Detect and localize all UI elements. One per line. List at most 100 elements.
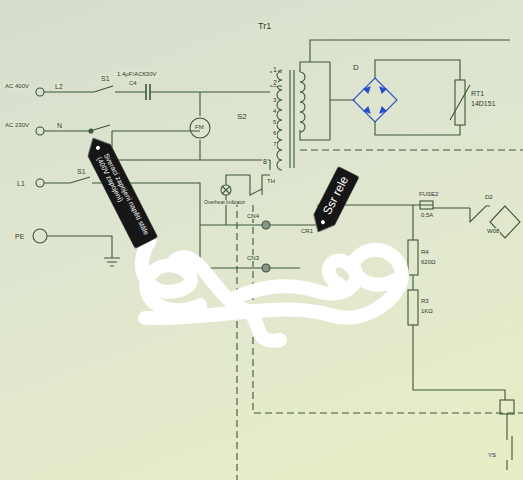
- schematic-label: 4: [272, 108, 277, 114]
- schematic-label: AC 230V: [4, 122, 30, 128]
- schematic-label: 0.5A: [420, 212, 434, 218]
- schematic-label: S1: [100, 75, 111, 82]
- primary-winding: [277, 130, 282, 140]
- schematic-label: 1KΩ: [420, 308, 434, 314]
- schematic-label: W08: [486, 228, 500, 234]
- schematic-label: D2: [484, 194, 494, 200]
- terminal: [36, 88, 44, 96]
- resistor-symbol: [408, 240, 418, 275]
- wire: [413, 205, 505, 400]
- schematic-label: 14D151: [470, 100, 497, 107]
- wire: [310, 40, 510, 140]
- schematic-label: Tr1: [257, 22, 272, 31]
- schematic-label: PE: [14, 233, 25, 240]
- callout-text: Sverací zapojení napětí stále (400V zapo…: [96, 152, 151, 241]
- bridge-rectifier: [353, 78, 397, 122]
- wire: [270, 225, 318, 268]
- schematic-label: R4: [420, 249, 430, 255]
- callout-shape: [307, 166, 359, 237]
- wire: [112, 131, 270, 170]
- schematic-label: 8: [262, 158, 268, 165]
- board-outline: [236, 200, 237, 480]
- scribble: [142, 240, 402, 341]
- schematic-label: N: [56, 122, 63, 129]
- schematic-label: TH: [266, 178, 276, 184]
- wire: [270, 72, 282, 86]
- callout-tag: Ssr rele: [307, 166, 359, 237]
- bridge-rectifier: [470, 206, 520, 238]
- thermostat-wire: [226, 175, 270, 195]
- ground-symbol: [47, 236, 120, 266]
- terminal: [33, 229, 47, 243]
- board-outline: [300, 149, 523, 150]
- schematic-label: 7: [272, 141, 277, 147]
- secondary-winding: [300, 102, 305, 112]
- callout-hole: [320, 220, 325, 225]
- schematic-label: FM: [194, 124, 205, 130]
- resistor-symbol: [408, 290, 418, 325]
- capacitor-symbol: [146, 84, 150, 100]
- schematic-label: FUSE2: [418, 191, 439, 197]
- connector-pin: [262, 264, 270, 272]
- primary-winding: [277, 140, 282, 150]
- switch-symbol: [507, 414, 512, 470]
- wire: [300, 62, 330, 140]
- callout-hole: [95, 145, 100, 150]
- wire: [44, 91, 94, 92]
- connector-pin: [262, 221, 270, 229]
- schematic-label: 1.4μF/AC630V: [116, 71, 157, 77]
- schematic-label: Overheat Indicator: [203, 200, 246, 205]
- relay-symbol: [500, 400, 514, 414]
- schematic-label: 3: [272, 97, 277, 103]
- wire: [200, 224, 262, 225]
- scribble: [142, 240, 200, 310]
- schematic-label: L2: [54, 83, 64, 90]
- secondary-winding: [300, 72, 305, 82]
- primary-winding: [277, 160, 282, 170]
- schematic-label: 620Ω: [420, 259, 437, 265]
- thermistor-symbol: [450, 85, 470, 120]
- schematic-label: R3: [420, 298, 430, 304]
- schematic-label: 2: [272, 79, 278, 86]
- secondary-winding: [300, 112, 305, 122]
- secondary-winding: [300, 92, 305, 102]
- secondary-winding: [300, 82, 305, 92]
- wiring: [33, 40, 523, 480]
- schematic-label: CN3: [246, 255, 260, 261]
- schematic-label: S2: [236, 113, 248, 121]
- lamp-symbol: [221, 185, 231, 195]
- primary-winding: [277, 120, 282, 130]
- schematic-label: RT1: [470, 90, 485, 97]
- primary-winding: [277, 90, 282, 100]
- scribble: [230, 261, 356, 300]
- schematic-label: 6: [272, 130, 277, 136]
- wire: [200, 92, 270, 160]
- schematic-label: C4: [128, 80, 138, 86]
- scribble: [175, 257, 280, 340]
- schematic-label: L1: [16, 180, 26, 187]
- schematic-label: YS: [487, 452, 497, 458]
- schematic-label: D: [352, 64, 360, 72]
- schematic-label: CR1: [300, 228, 314, 234]
- transformer-core: [290, 70, 294, 168]
- lamp-symbol: [222, 186, 230, 194]
- diode-symbol: [364, 87, 386, 113]
- transformer-windings: [277, 70, 305, 170]
- terminal: [36, 179, 44, 187]
- primary-winding: [277, 100, 282, 110]
- wire: [44, 125, 200, 131]
- wire: [44, 177, 262, 268]
- callout-tag: Sverací zapojení napětí stále (400V zapo…: [81, 132, 158, 249]
- fuse-symbol: [420, 201, 433, 209]
- primary-winding: [277, 150, 282, 160]
- wire: [115, 91, 270, 92]
- switch-contact: [89, 129, 93, 133]
- wire: [375, 60, 460, 135]
- primary-winding: [277, 110, 282, 120]
- schematic-label: 5: [272, 119, 277, 125]
- fan-symbol: [190, 118, 210, 138]
- schematic-label: CN4: [246, 213, 260, 219]
- schematic-label: AC 400V: [4, 83, 30, 89]
- secondary-winding: [300, 122, 305, 132]
